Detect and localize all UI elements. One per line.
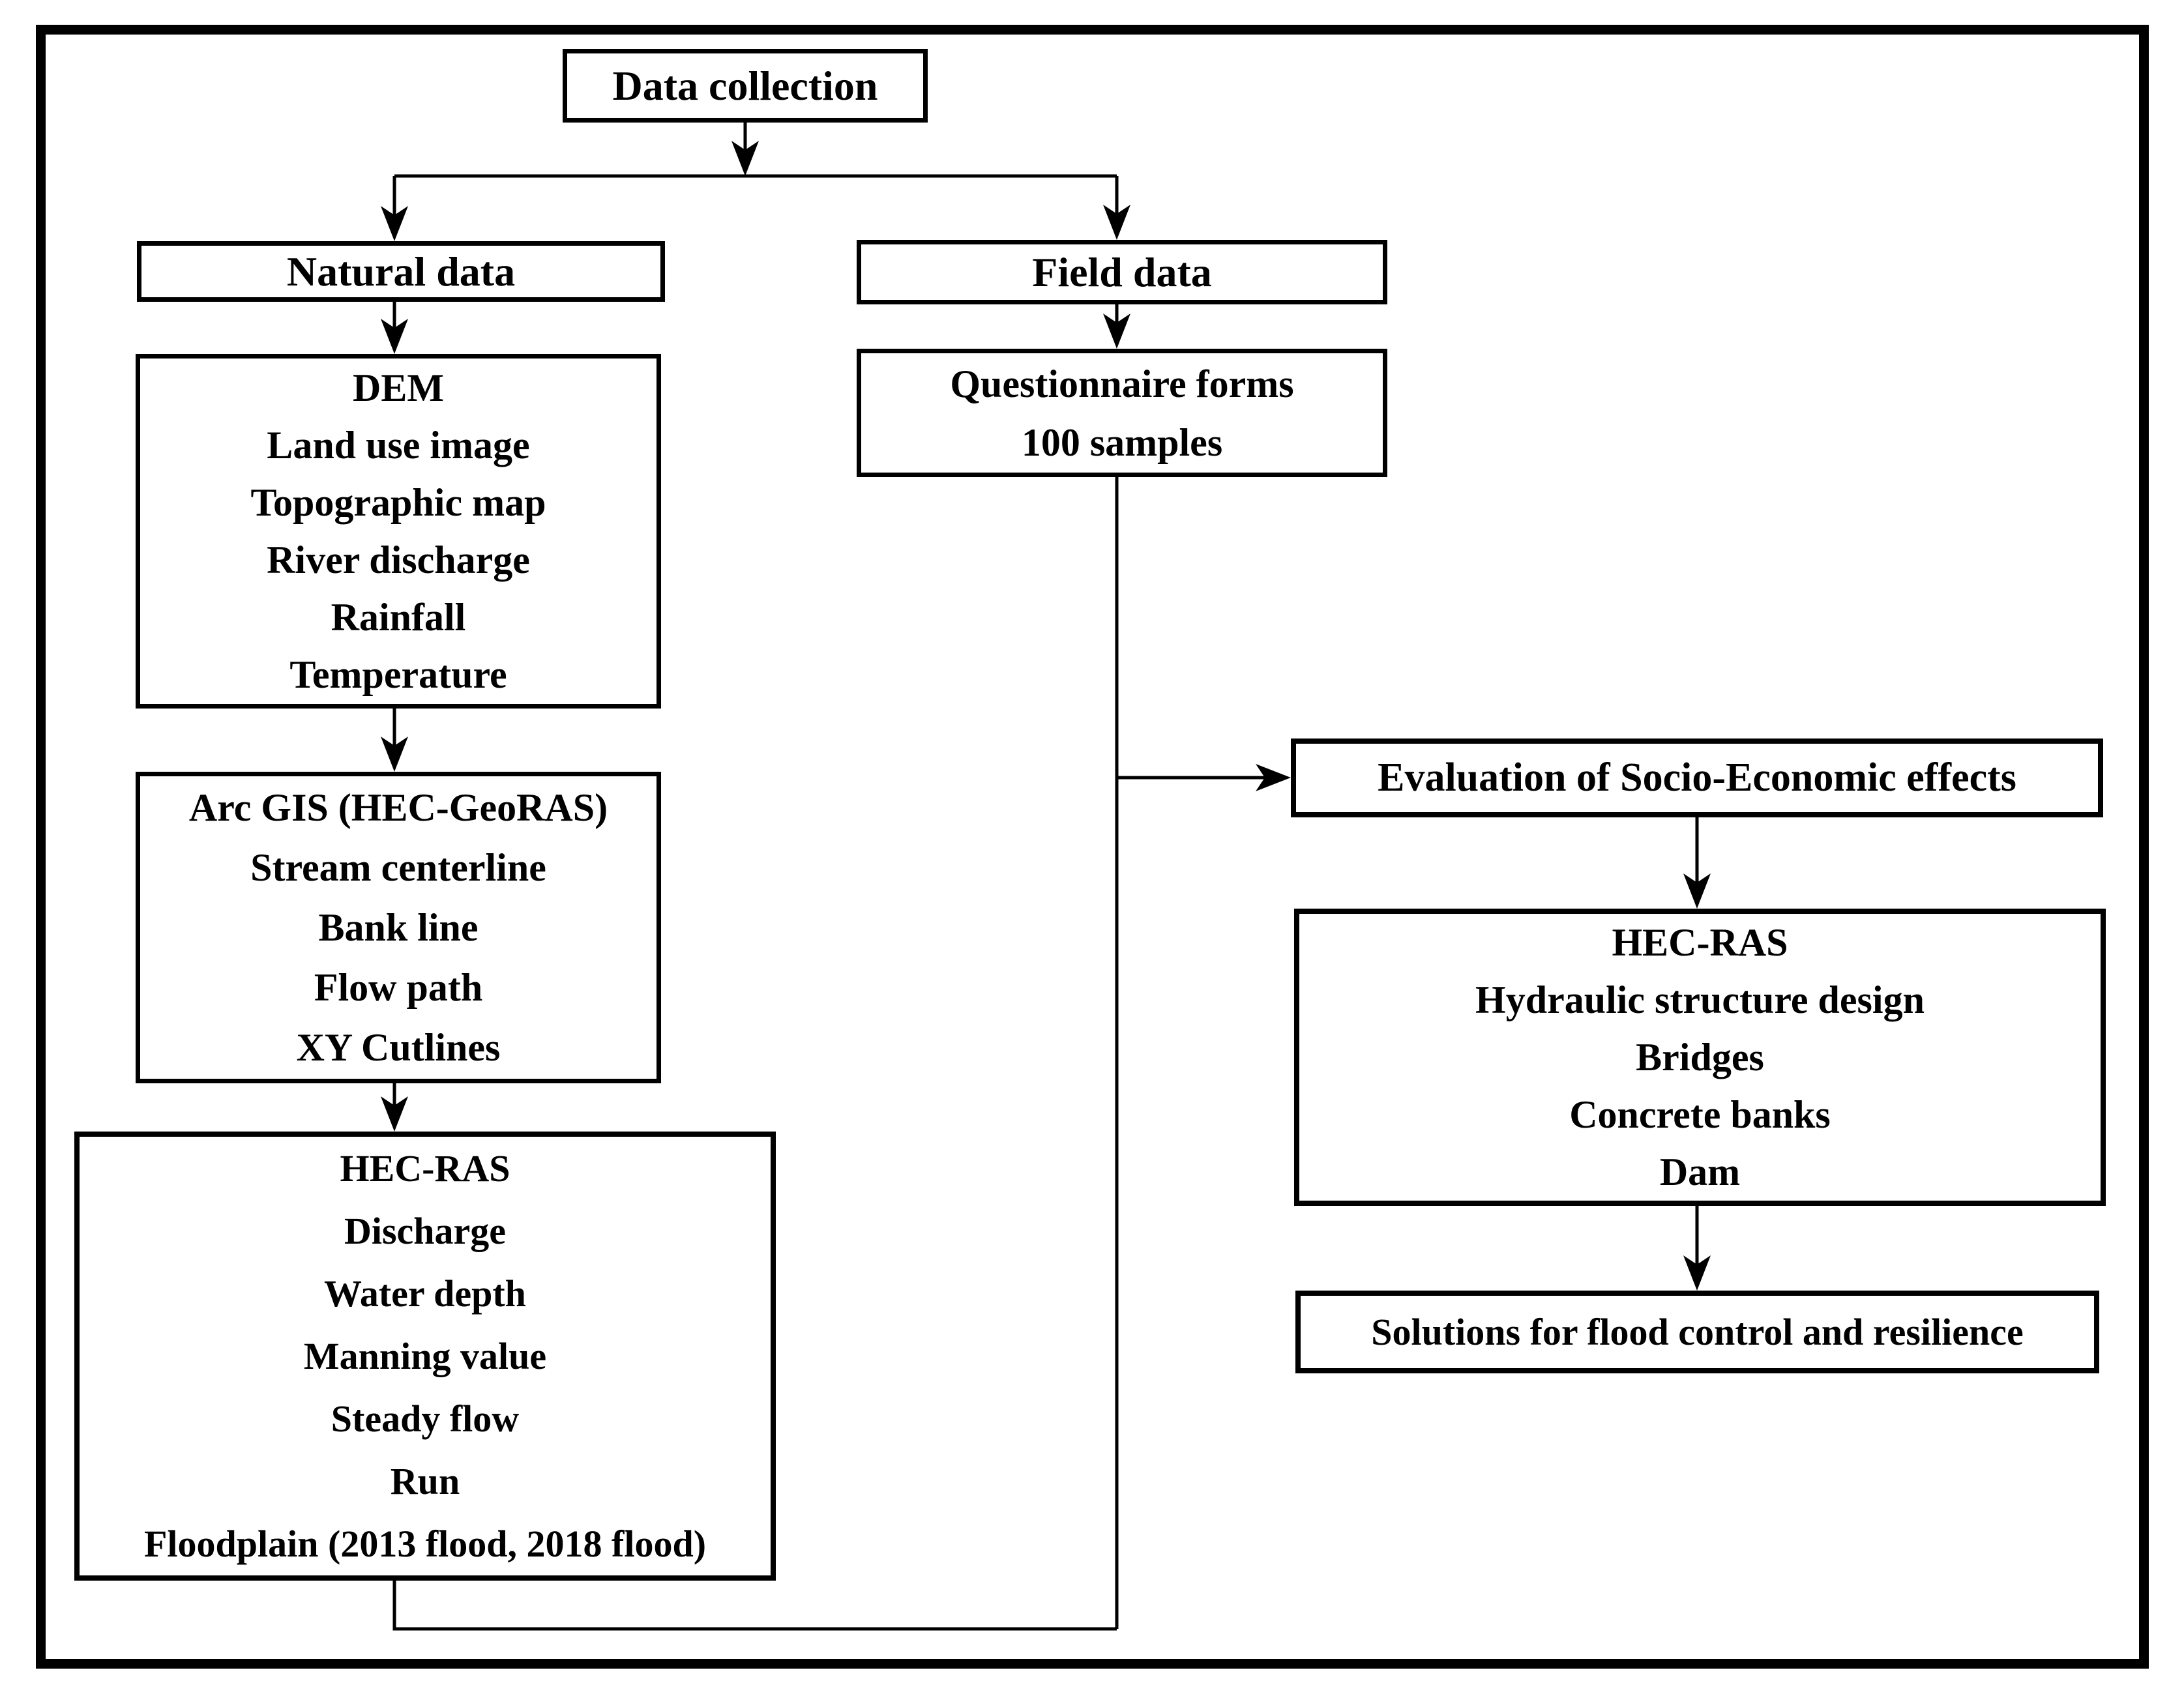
node-line: Dam bbox=[1659, 1150, 1741, 1193]
node-line: Temperature bbox=[289, 653, 507, 696]
node-line: Field data bbox=[1032, 248, 1212, 295]
node-line: River discharge bbox=[267, 538, 530, 581]
arrowhead-down-arcgis bbox=[381, 737, 408, 772]
node-line: Steady flow bbox=[331, 1397, 520, 1440]
node-natural-data: Natural data bbox=[137, 241, 665, 302]
arrowhead-down-naturaldata bbox=[381, 206, 408, 241]
node-evaluation-socio-economic: Evaluation of Socio-Economic effects bbox=[1291, 738, 2103, 817]
arrowhead-down-design bbox=[1683, 873, 1711, 909]
node-line: HEC-RAS bbox=[1612, 921, 1788, 964]
node-line: Floodplain (2013 flood, 2018 flood) bbox=[143, 1522, 707, 1565]
node-line: Bank line bbox=[318, 906, 479, 949]
node-line: Topographic map bbox=[250, 481, 546, 524]
arrowhead-right-evaluation bbox=[1256, 764, 1291, 791]
edge-hecras-junction bbox=[392, 1581, 1117, 1631]
node-line: Land use image bbox=[267, 424, 530, 467]
node-line: Flow path bbox=[314, 966, 483, 1009]
node-line: XY Cutlines bbox=[296, 1026, 501, 1069]
node-line: Rainfall bbox=[331, 596, 466, 639]
node-line: Evaluation of Socio-Economic effects bbox=[1378, 755, 2016, 800]
arrowhead-down-solutions bbox=[1683, 1255, 1711, 1291]
arrowhead-down-inputs bbox=[381, 319, 408, 354]
node-line: Water depth bbox=[324, 1272, 526, 1315]
node-line: Hydraulic structure design bbox=[1475, 978, 1925, 1021]
node-field-data: Field data bbox=[857, 240, 1387, 304]
node-hec-ras-model: HEC-RAS Discharge Water depth Manning va… bbox=[74, 1132, 776, 1581]
arrowhead-down-fielddata bbox=[1103, 205, 1130, 240]
arrowhead-down-split bbox=[731, 141, 759, 176]
node-line: Concrete banks bbox=[1569, 1093, 1831, 1136]
node-line: Natural data bbox=[286, 248, 516, 295]
node-line: Arc GIS (HEC-GeoRAS) bbox=[188, 786, 608, 829]
arrowhead-down-questionnaire bbox=[1103, 314, 1130, 349]
node-line: Manning value bbox=[303, 1334, 547, 1377]
node-line: DEM bbox=[353, 366, 444, 409]
node-line: 100 samples bbox=[1021, 420, 1223, 464]
arrowhead-down-hecrasmodel bbox=[381, 1096, 408, 1132]
node-line: Run bbox=[390, 1459, 460, 1502]
node-natural-data-inputs: DEM Land use image Topographic map River… bbox=[136, 354, 661, 709]
node-line: Discharge bbox=[344, 1209, 507, 1252]
node-data-collection: Data collection bbox=[563, 49, 928, 123]
node-line: Solutions for flood control and resilien… bbox=[1371, 1311, 2024, 1353]
node-line: Data collection bbox=[612, 62, 878, 109]
node-hec-ras-structure-design: HEC-RAS Hydraulic structure design Bridg… bbox=[1294, 909, 2106, 1206]
page-border bbox=[36, 25, 2149, 1669]
node-line: Stream centerline bbox=[250, 846, 546, 889]
node-arc-gis: Arc GIS (HEC-GeoRAS) Stream centerline B… bbox=[136, 772, 661, 1083]
node-line: HEC-RAS bbox=[340, 1147, 510, 1190]
node-questionnaire-forms: Questionnaire forms 100 samples bbox=[857, 349, 1387, 477]
node-solutions: Solutions for flood control and resilien… bbox=[1295, 1291, 2099, 1373]
node-line: Bridges bbox=[1636, 1036, 1764, 1079]
node-line: Questionnaire forms bbox=[950, 362, 1294, 405]
